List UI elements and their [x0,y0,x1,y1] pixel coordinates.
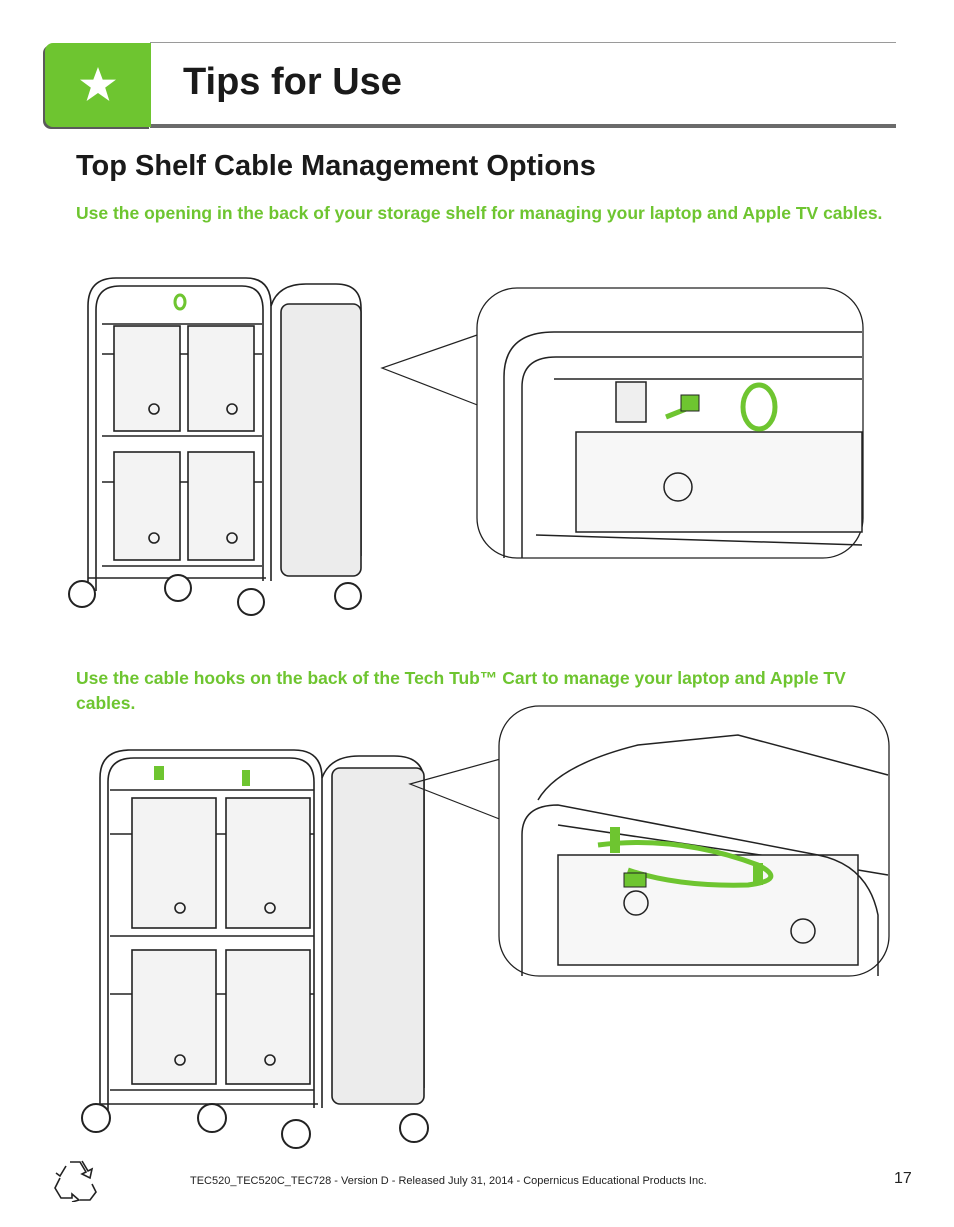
page-title: Tips for Use [183,61,402,103]
header-top-rule [150,42,896,43]
header-bottom-rule [150,124,896,128]
section-title: Top Shelf Cable Management Options [76,150,596,182]
cart-illustration-1 [68,277,362,616]
footer-text: TEC520_TEC520C_TEC728 - Version D - Rele… [190,1175,707,1187]
recycle-icon [54,1160,97,1202]
detail-cable-hooks [498,705,890,977]
tip-cable-hooks: Use the cable hooks on the back of the T… [76,668,846,713]
header-badge [45,43,151,127]
detail-shelf-opening [476,287,864,559]
callout-pointer-1 [380,333,481,407]
tip-shelf-opening: Use the opening in the back of your stor… [76,203,883,223]
cart-illustration-2 [81,749,429,1149]
callout-pointer-2 [408,757,505,821]
star-icon [80,67,116,101]
page-number: 17 [894,1170,912,1187]
